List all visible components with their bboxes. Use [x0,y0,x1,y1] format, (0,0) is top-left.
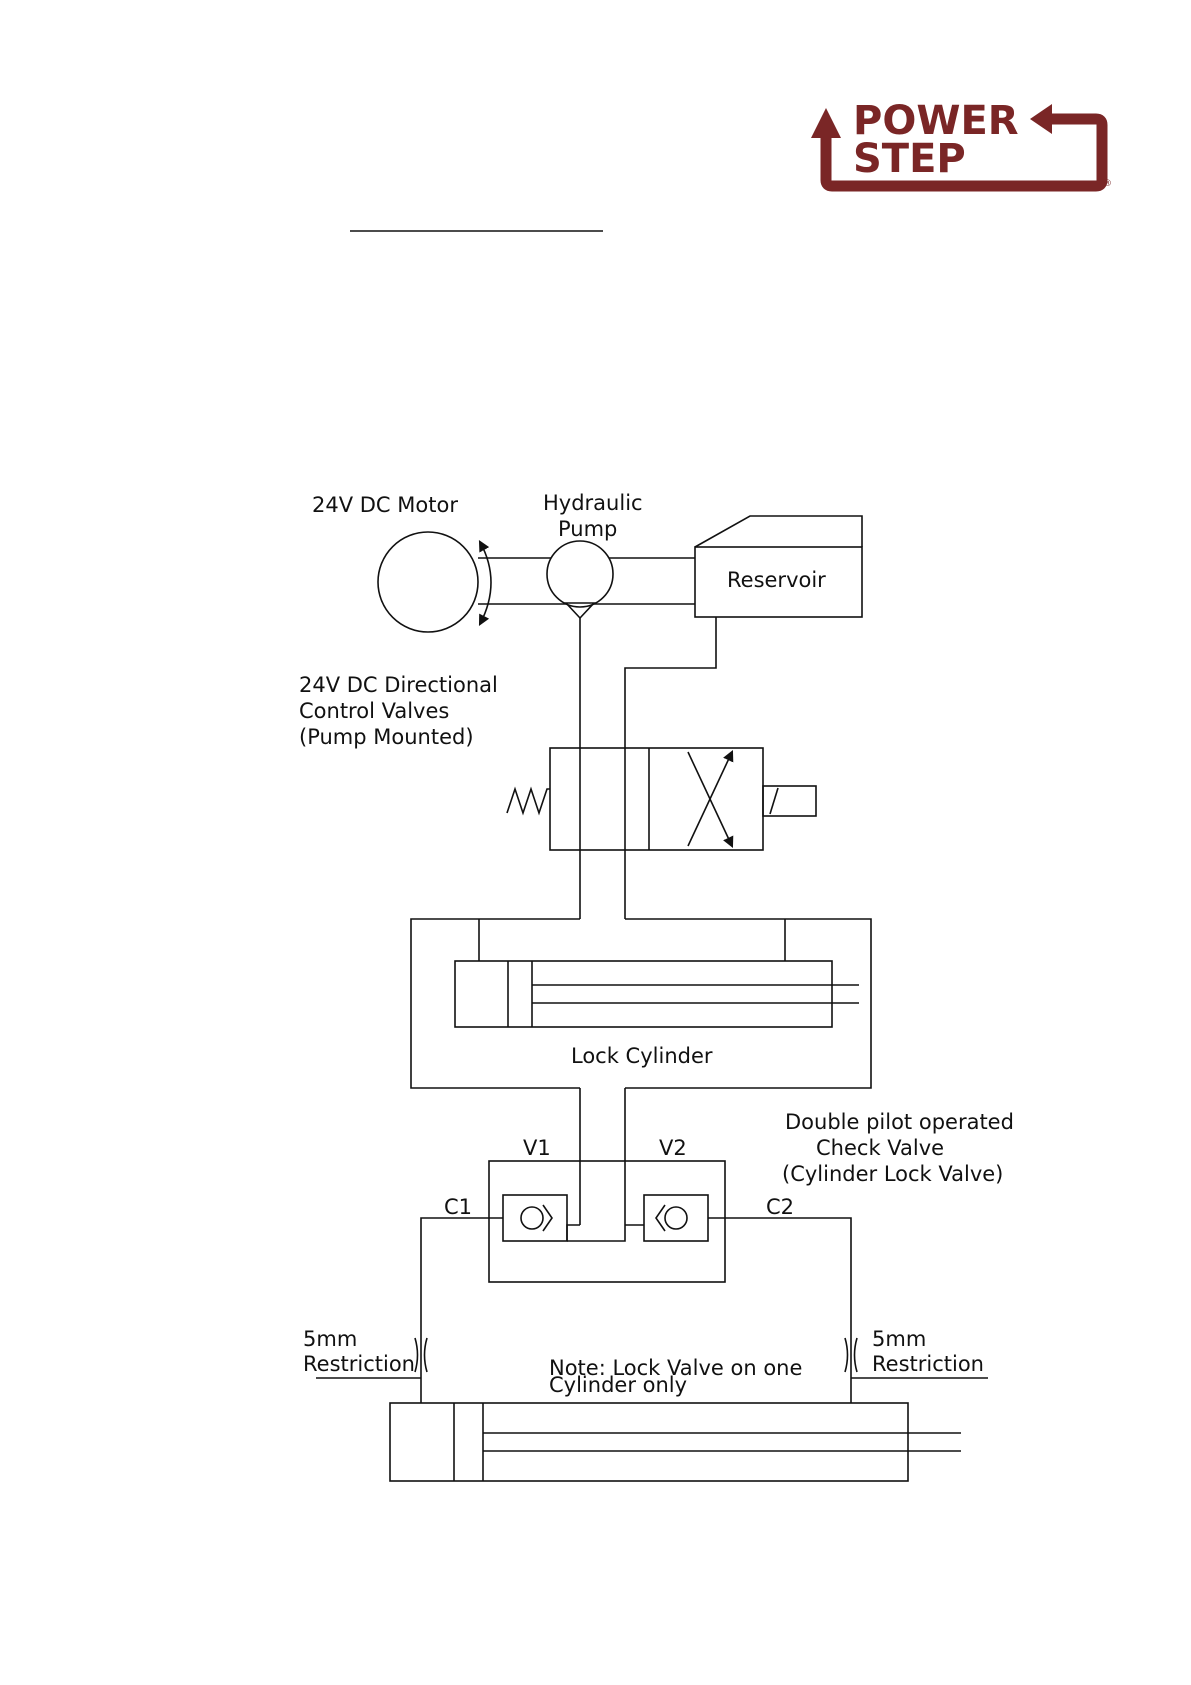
restriction-left: 5mm Restriction [303,1327,427,1378]
line-c1 [421,1218,503,1403]
valve-label-1: 24V DC Directional [299,673,498,697]
valve-label-2: Control Valves [299,699,449,723]
restriction-left-label-1: 5mm [303,1327,357,1351]
valve-label-3: (Pump Mounted) [299,725,474,749]
restriction-right-icon-b [855,1338,858,1372]
pipe-reservoir-to-valve [625,617,716,748]
note-line-2: Cylinder only [549,1373,687,1397]
pilot-link [567,1225,625,1241]
restriction-right-icon [845,1338,848,1372]
check-ball-v1-icon [521,1207,543,1229]
directional-control-valve: 24V DC Directional Control Valves (Pump … [299,673,816,850]
reservoir-top [695,516,862,547]
c2-label: C2 [766,1195,794,1219]
restriction-left-label-2: Restriction [303,1352,415,1376]
v1-label: V1 [523,1136,551,1160]
check-valve-v1-box [503,1195,567,1241]
logo-line-step: STEP [853,136,966,182]
check-ball-v2-icon [665,1207,687,1229]
main-cylinder-barrel [390,1403,908,1481]
v2-label: V2 [659,1136,687,1160]
pump-symbol [547,541,613,607]
main-cylinder [390,1403,961,1481]
registered-mark: ® [1103,179,1112,189]
restriction-right-label-2: Restriction [872,1352,984,1376]
restriction-left-icon-b [425,1338,428,1372]
check-seat-v1-icon [543,1205,552,1231]
solenoid-coil-icon [770,788,778,814]
check-valve-v2-box [644,1195,708,1241]
dc-motor: 24V DC Motor [312,493,491,632]
c1-label: C1 [444,1195,472,1219]
reservoir: Reservoir [695,516,862,617]
reservoir-label: Reservoir [727,568,826,592]
lock-cylinder-label: Lock Cylinder [571,1044,713,1068]
restriction-left-icon [415,1338,418,1372]
up-arrowhead-icon [811,108,841,138]
lock-cylinder-block: Lock Cylinder [411,919,871,1088]
valve-body [550,748,763,850]
check-valve-label-3: (Cylinder Lock Valve) [782,1162,1003,1186]
check-valve-label-1: Double pilot operated [785,1110,1014,1134]
lock-cylinder-barrel [455,961,832,1027]
double-pilot-check-valve: Double pilot operated Check Valve (Cylin… [489,1110,1014,1282]
left-arrowhead-icon [1030,104,1052,134]
check-seat-v2-icon [656,1205,665,1231]
hydraulic-pump: Hydraulic Pump [543,491,643,618]
power-step-logo: POWER STEP ® [811,98,1112,189]
pump-label-2: Pump [558,517,617,541]
restriction-right-label-1: 5mm [872,1327,926,1351]
rotation-arrow-icon [480,542,491,624]
pilot-line-a [567,1225,580,1241]
restriction-right: 5mm Restriction [845,1327,988,1378]
check-valve-body [489,1161,725,1282]
motor-symbol [378,532,478,632]
check-valve-label-2: Check Valve [816,1136,944,1160]
motor-label: 24V DC Motor [312,493,458,517]
pump-label-1: Hydraulic [543,491,643,515]
spring-icon [507,789,550,813]
